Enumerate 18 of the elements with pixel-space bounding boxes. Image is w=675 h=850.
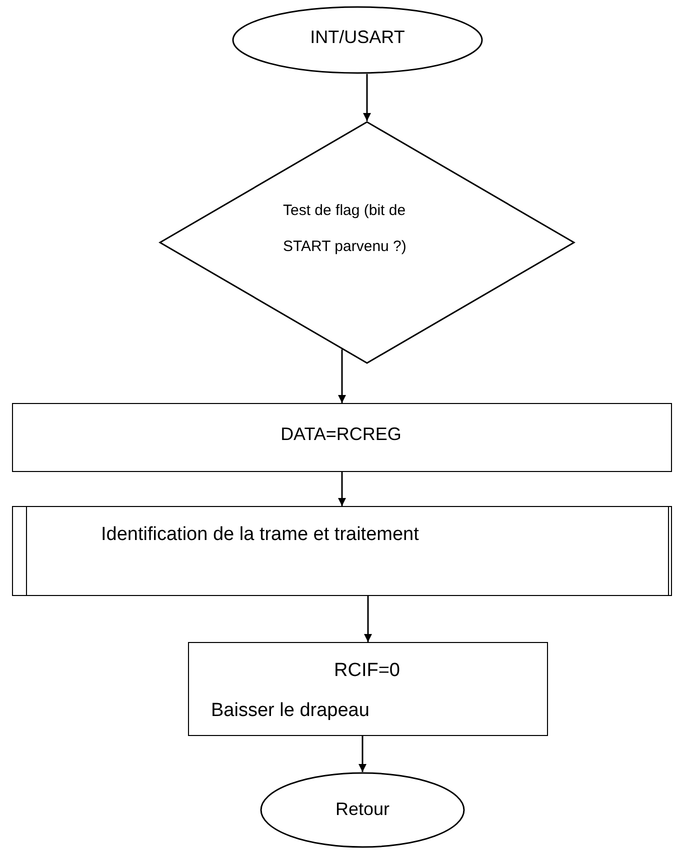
process-box: [12, 403, 672, 472]
node-text: INT/USART: [309, 26, 406, 48]
arrow: [364, 596, 372, 642]
node-text: Test de flag (bit de START parvenu ?): [283, 201, 408, 257]
arrow: [358, 736, 366, 772]
node-text: DATA=RCREG: [280, 423, 402, 445]
arrow: [363, 74, 371, 121]
node-text: Identification de la trame et traitement: [101, 524, 420, 546]
decision-diamond: [159, 121, 575, 364]
subprocess-box: [12, 506, 672, 596]
arrow: [338, 349, 346, 403]
start-terminal: [232, 6, 483, 74]
end-terminal: [260, 772, 465, 848]
process-box: [188, 642, 548, 736]
node-text: RCIF=0: [333, 660, 401, 682]
node-text: Retour: [334, 798, 391, 820]
arrow: [338, 472, 346, 506]
node-text: Baisser le drapeau: [211, 700, 370, 722]
